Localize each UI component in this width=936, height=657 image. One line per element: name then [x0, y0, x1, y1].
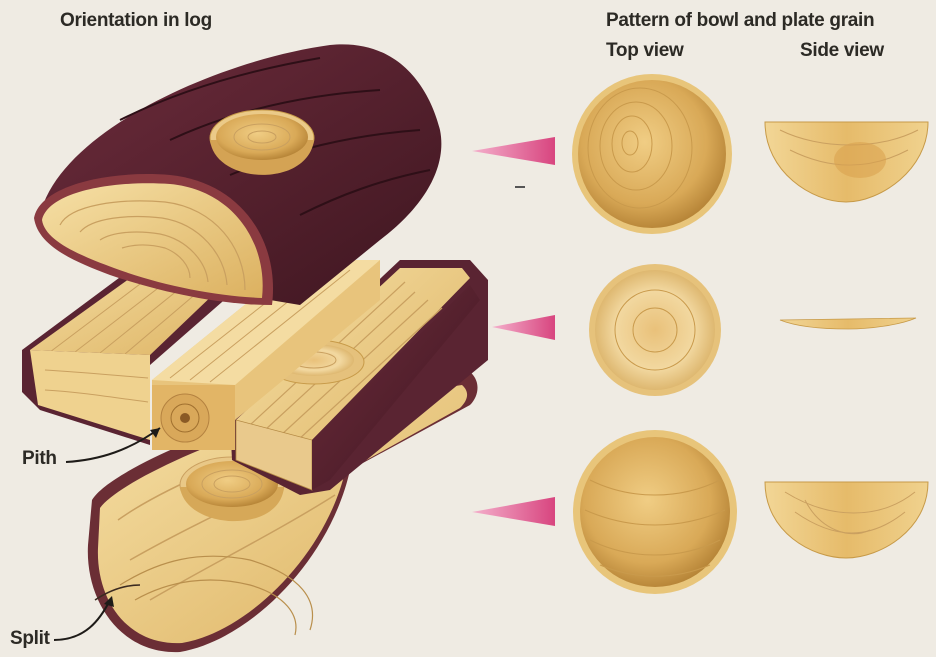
stray-mark — [515, 186, 525, 188]
right-heading: Pattern of bowl and plate grain — [606, 10, 874, 32]
top-half-log — [34, 44, 441, 305]
pith-label: Pith — [22, 448, 57, 470]
side-view-heading: Side view — [800, 40, 884, 62]
pointer-row-3 — [472, 497, 555, 526]
top-view-plate — [589, 264, 721, 396]
top-view-heading: Top view — [606, 40, 683, 62]
pointer-row-1 — [472, 137, 555, 165]
top-view-bowl-2 — [573, 430, 737, 594]
side-view-plate — [780, 318, 916, 329]
split-label: Split — [10, 628, 50, 650]
side-view-bowl-2 — [765, 482, 928, 558]
pith-center — [180, 413, 190, 423]
left-heading: Orientation in log — [60, 10, 212, 32]
side-view-bowl-1 — [765, 122, 928, 202]
top-view-bowl-1 — [572, 74, 732, 234]
pointer-row-2 — [492, 315, 555, 340]
